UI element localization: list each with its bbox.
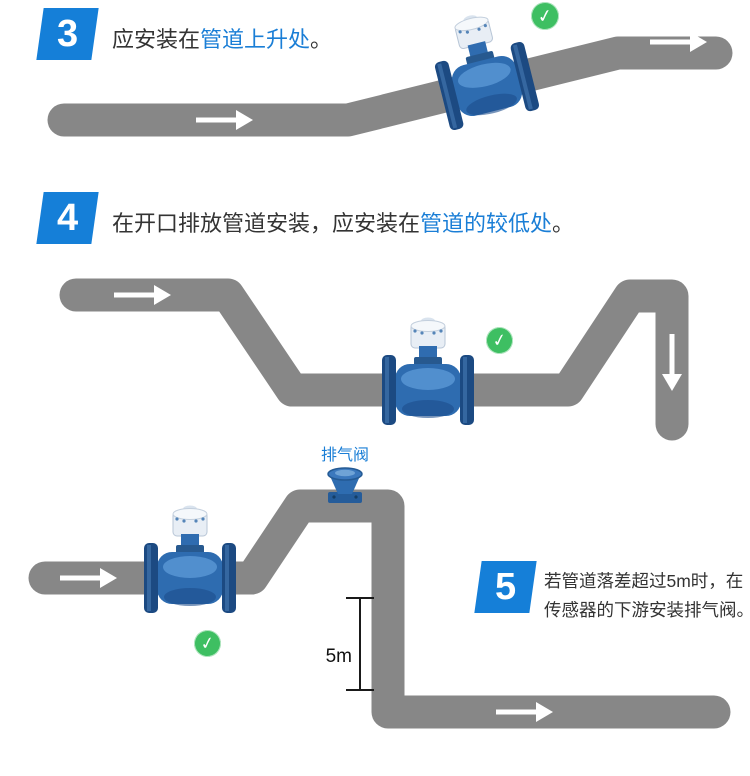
step-text-line2: 传感器的下游安装排气阀。 (544, 600, 750, 620)
pipe (59, 278, 689, 441)
step-text: 应安装在 (112, 27, 201, 52)
step-number: 5 (494, 566, 517, 608)
distance-label: 5m (325, 646, 352, 667)
step-number: 4 (56, 197, 79, 239)
measurement-bracket (346, 597, 374, 691)
step-5-title: 若管道落差超过5m时，在 传感器的下游安装排气阀。 (544, 567, 750, 625)
highlight-text: 管道的较低处 (420, 211, 553, 236)
pipe-diagram-drop (28, 467, 731, 729)
step-text: 在开口排放管道安装，应安装在 (112, 211, 421, 236)
step-3-title: 应安装在管道上升处。 (112, 22, 332, 54)
air-valve-icon (327, 467, 363, 503)
step-4-title: 在开口排放管道安装，应安装在管道的较低处。 (112, 206, 574, 238)
pipe-diagram-rising (47, 4, 733, 137)
pipe (47, 36, 733, 137)
step-text: 。 (310, 27, 333, 52)
flowmeter-icon (381, 317, 475, 426)
highlight-text: 管道上升处 (200, 27, 311, 52)
valve-label: 排气阀 (321, 447, 370, 464)
flowmeter-icon (143, 505, 237, 614)
step-text-line1: 若管道落差超过5m时，在 (544, 571, 744, 591)
pipe-diagram-low-point (59, 278, 689, 441)
step-text: 。 (552, 211, 575, 236)
step-badge-4: 4 (36, 192, 99, 244)
step-badge-5: 5 (474, 561, 537, 613)
